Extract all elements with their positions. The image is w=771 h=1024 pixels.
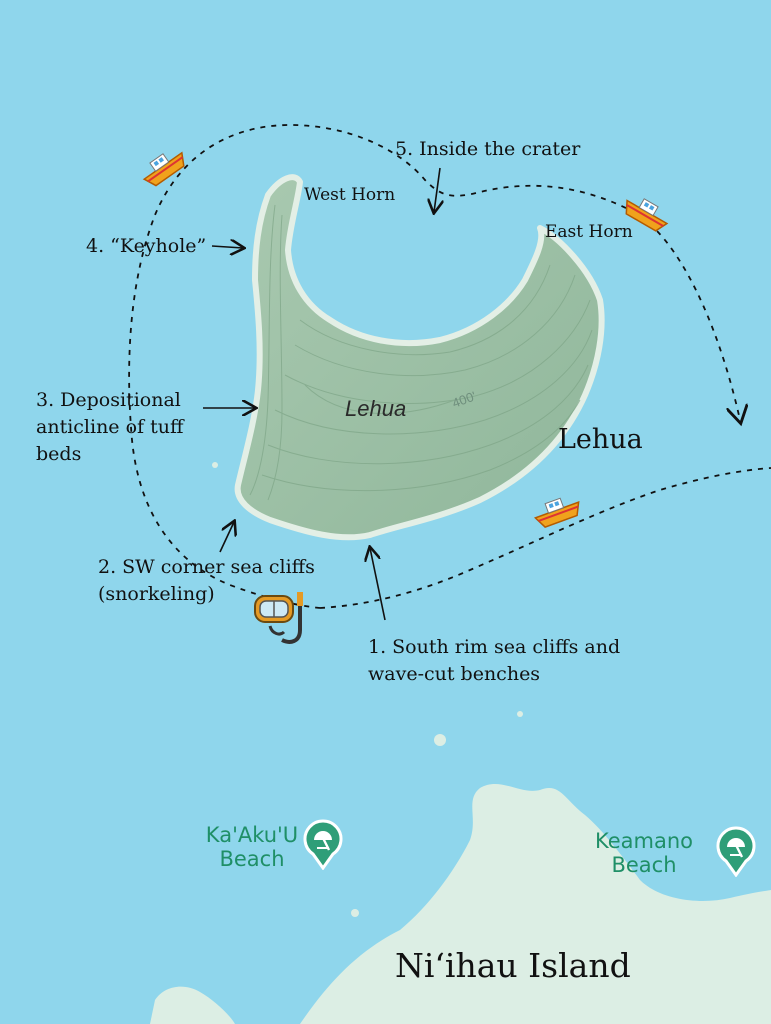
rock — [212, 462, 218, 468]
beach-1-label[interactable]: Ka'Aku'U Beach — [205, 823, 299, 871]
stop-2-label: 2. SW corner sea cliffs (snorkeling) — [98, 556, 315, 605]
west-horn-label: West Horn — [304, 185, 396, 205]
niihau-island-label: Ni‘ihau Island — [395, 946, 631, 985]
rock — [434, 734, 446, 746]
tour-route-south — [319, 467, 771, 609]
beach-2-label[interactable]: Keamano Beach — [595, 829, 693, 877]
stop-5-label: 5. Inside the crater — [395, 138, 581, 160]
pointer-arrow-stop-5 — [434, 167, 440, 212]
stop-1-label: 1. South rim sea cliffs and wave-cut ben… — [368, 636, 621, 685]
pointer-arrow-stop-4 — [211, 246, 243, 248]
east-horn-label: East Horn — [545, 222, 633, 242]
stop-3-label: 3. Depositional anticline of tuff beds — [36, 389, 184, 465]
lehua-island-shape — [234, 174, 605, 541]
niihau-islet — [150, 986, 235, 1024]
pointer-arrow-stop-2 — [219, 522, 234, 553]
beach-umbrella-icon[interactable] — [714, 825, 758, 878]
pointer-arrow-stop-1 — [370, 548, 386, 621]
boat-icon — [133, 139, 192, 194]
island-map-label: Lehua — [345, 396, 407, 421]
stop-4-label: 4. “Keyhole” — [86, 235, 207, 257]
niihau-land — [300, 783, 771, 1024]
boat-icon — [528, 486, 586, 533]
contour-lines — [249, 204, 593, 501]
boat-icon — [617, 186, 676, 239]
snorkel-mask-icon — [252, 590, 308, 648]
beach-umbrella-icon[interactable] — [301, 818, 345, 871]
rock — [517, 711, 523, 717]
island-title: Lehua — [558, 424, 643, 455]
rock — [351, 909, 359, 917]
